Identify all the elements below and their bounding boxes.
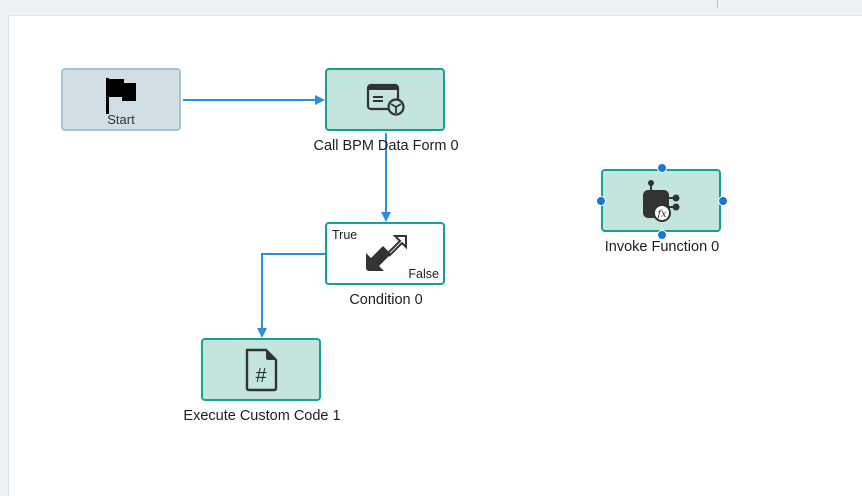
toolbar-divider xyxy=(717,0,718,8)
edge-condition-true-to-execute-code[interactable] xyxy=(257,253,325,338)
condition-false-label[interactable]: False xyxy=(408,267,439,281)
code-file-icon: # xyxy=(245,348,278,392)
condition-true-label[interactable]: True xyxy=(332,228,358,242)
call-bpm-data-form-node[interactable] xyxy=(325,68,445,131)
condition-split-icon xyxy=(366,235,407,271)
start-label: Start xyxy=(107,112,135,127)
resize-handle-left[interactable] xyxy=(596,196,606,206)
data-form-icon xyxy=(366,83,405,116)
function-icon: fx xyxy=(643,180,680,222)
condition-node[interactable]: True False xyxy=(325,222,445,285)
svg-text:#: # xyxy=(255,365,267,387)
invoke-function-node[interactable]: fx xyxy=(601,169,721,232)
resize-handle-right[interactable] xyxy=(718,196,728,206)
execute-custom-code-label: Execute Custom Code 1 xyxy=(183,408,341,424)
execute-custom-code-node[interactable]: # xyxy=(201,338,321,401)
condition-label: Condition 0 xyxy=(349,292,423,308)
resize-handle-bottom[interactable] xyxy=(657,230,667,240)
resize-handle-top[interactable] xyxy=(657,163,667,173)
call-bpm-data-form-label: Call BPM Data Form 0 xyxy=(313,138,459,154)
invoke-function-label: Invoke Function 0 xyxy=(604,239,720,255)
start-node[interactable]: Start xyxy=(61,68,181,131)
svg-text:fx: fx xyxy=(656,209,667,220)
flag-icon xyxy=(106,78,136,114)
